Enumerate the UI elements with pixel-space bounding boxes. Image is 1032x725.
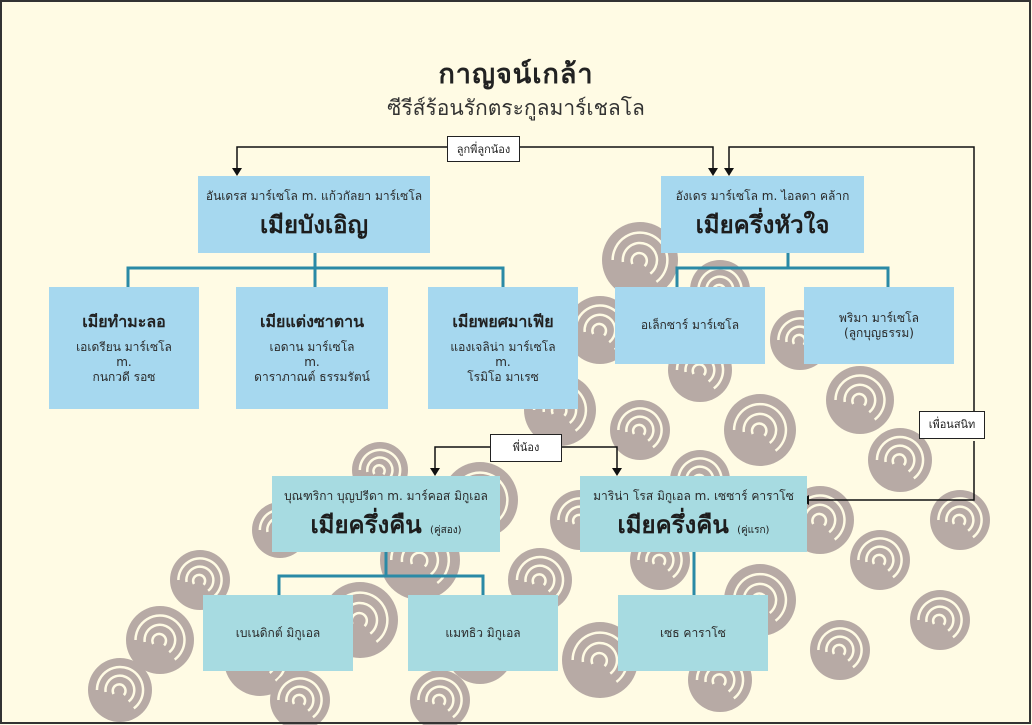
person-name: แมทธิว มิกูเอล [445, 625, 521, 640]
person-name: เอดาน มาร์เซโล [269, 339, 355, 354]
rose-shape [602, 222, 678, 298]
book-title: เมียบังเอิญ [259, 211, 369, 239]
book-title: เมียแต่งซาตาน [259, 311, 365, 331]
child-box-adrian: เมียทำมะลอ เอเดรียน มาร์เซโล m. กนกวดี ร… [49, 287, 199, 409]
rose-shape [724, 394, 796, 466]
book-title: เมียพยศมาเฟีย [452, 311, 554, 331]
rose-shape [610, 400, 670, 460]
label-close-friends: เพื่อนสนิท [919, 411, 985, 439]
person-name: เบเนดิกต์ มิกูเอล [235, 625, 321, 640]
rose-shape [410, 670, 470, 725]
person-name: แองเจลิน่า มาร์เซโล [450, 339, 556, 354]
couple-names: บุณฑริกา บุญปรีดา m. มาร์คอส มิกูเอล [284, 488, 488, 503]
couple-names: อังเดร มาร์เซโล m. ไอลดา คล้าก [675, 189, 850, 203]
rose-shape [810, 620, 870, 680]
adoption-note: (ลูกบุญธรรม) [844, 325, 914, 340]
rose-shape [850, 530, 910, 590]
person-name: อเล็กซาร์ มาร์เซโล [640, 318, 740, 332]
rose-shape [930, 490, 990, 550]
couple-box-marina-cesar: มาริน่า โรส มิกูเอล m. เซซาร์ คาราโซ เมี… [580, 476, 807, 552]
book-title: เมียทำมะลอ [82, 311, 166, 331]
child-box-aidan: เมียแต่งซาตาน เอดาน มาร์เซโล m. ดาราภาณต… [236, 287, 388, 409]
marriage-mark: m. [304, 354, 320, 369]
child-box-matthew: แมทธิว มิกูเอล [408, 595, 558, 671]
couple-box-bunthrika-marcos: บุณฑริกา บุญปรีดา m. มาร์คอส มิกูเอล เมี… [272, 476, 500, 552]
person-name: พริมา มาร์เซโล [839, 310, 919, 325]
marriage-mark: m. [495, 354, 511, 369]
child-box-prima: พริมา มาร์เซโล (ลูกบุญธรรม) [804, 287, 954, 364]
marriage-mark: m. [116, 354, 132, 369]
page-title: กาญจน์เกล้า [438, 59, 594, 90]
rose-shape [126, 606, 194, 674]
couple-box-andre-ailda: อังเดร มาร์เซโล m. ไอลดา คล้าก เมียครึ่ง… [661, 176, 864, 253]
pair-note: (คู่สอง) [430, 524, 462, 536]
couple-names: อันเดรส มาร์เซโล m. แก้วกัลยา มาร์เซโล [205, 189, 423, 203]
rose-shape [868, 428, 932, 492]
page-subtitle: ซีรีส์ร้อนรักตระกูลมาร์เชลโล [387, 96, 645, 120]
rose-shape [270, 670, 330, 725]
label-siblings: พี่น้อง [490, 434, 562, 462]
person-name: เซธ คาราโซ [660, 625, 726, 640]
spouse-name: กนกวดี รอซ [92, 369, 156, 384]
child-box-benedict: เบเนดิกต์ มิกูเอล [203, 595, 353, 671]
couple-names: มาริน่า โรส มิกูเอล m. เซซาร์ คาราโซ [593, 488, 794, 503]
couple-box-andres-kaewkanlaya: อันเดรส มาร์เซโล m. แก้วกัลยา มาร์เซโล เ… [198, 176, 430, 253]
spouse-name: ดาราภาณต์ ธรรมรัตน์ [254, 369, 370, 384]
book-title: เมียครึ่งคืน [617, 510, 729, 539]
pair-note: (คู่แรก) [737, 524, 770, 536]
label-cousins: ลูกพี่ลูกน้อง [447, 136, 520, 162]
child-box-seth: เซธ คาราโซ [618, 595, 768, 671]
rose-shape [910, 590, 970, 650]
rose-shape [88, 658, 152, 722]
spouse-name: โรมิโอ มาเรซ [467, 369, 539, 384]
person-name: เอเดรียน มาร์เซโล [76, 339, 172, 354]
book-title: เมียครึ่งหัวใจ [695, 211, 830, 239]
book-title: เมียครึ่งคืน [310, 510, 422, 539]
child-box-alexar: อเล็กซาร์ มาร์เซโล [615, 287, 765, 364]
rose-shape [826, 366, 894, 434]
child-box-angelina: เมียพยศมาเฟีย แองเจลิน่า มาร์เซโล m. โรม… [428, 287, 578, 409]
